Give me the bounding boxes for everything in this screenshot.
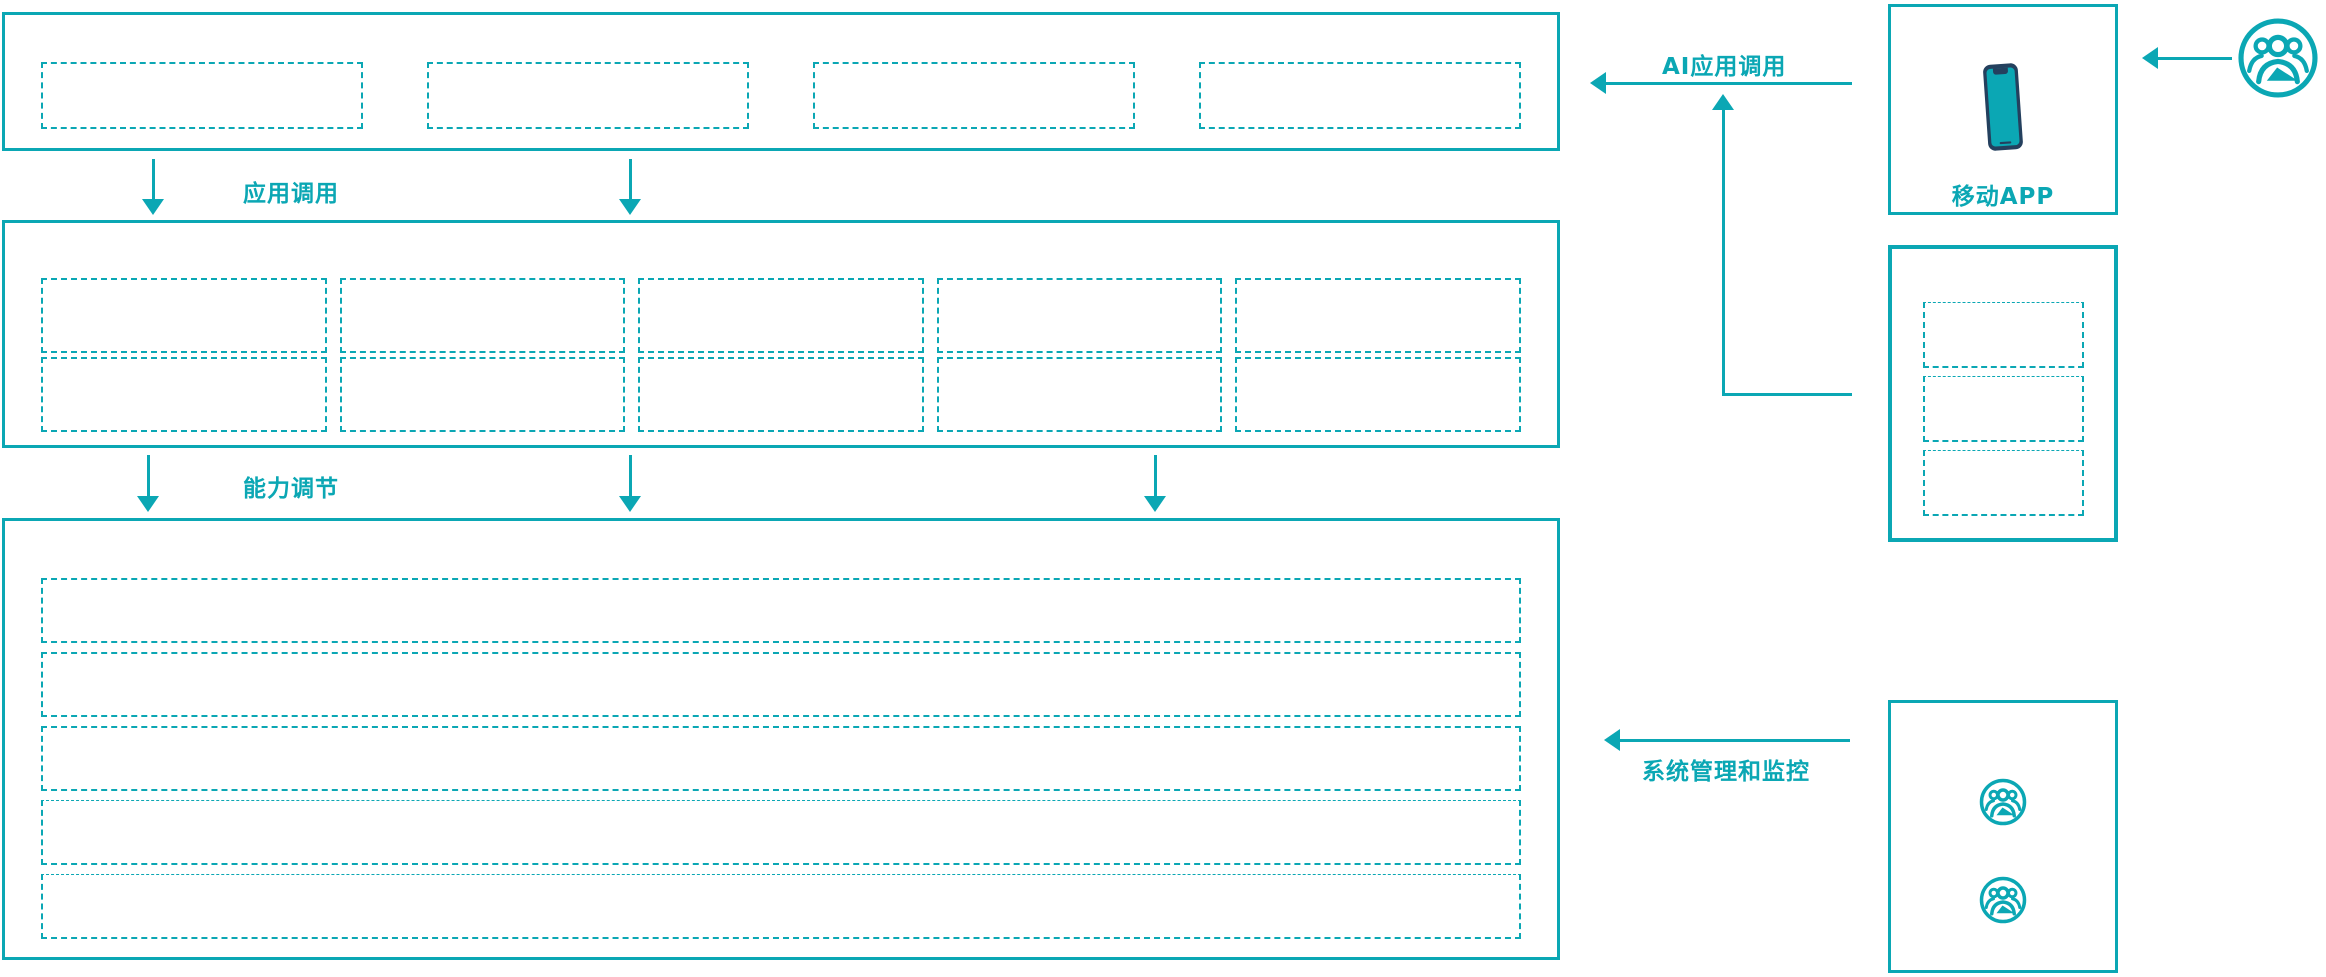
panel-placeholder-slot bbox=[1923, 450, 2084, 516]
capability-placeholder-slot bbox=[339, 278, 626, 353]
app-call-arrow-line bbox=[152, 159, 155, 200]
mobile-app-box: 移动APP bbox=[1888, 4, 2118, 215]
capability-placeholder-slot bbox=[41, 357, 327, 432]
arrow-down-icon bbox=[619, 199, 641, 215]
admin-users-box bbox=[1888, 700, 2118, 973]
capability-placeholder-slot bbox=[339, 357, 626, 432]
capability-placeholder-slot bbox=[41, 278, 327, 353]
base-placeholder-row bbox=[41, 578, 1521, 643]
capability-placeholder-slot bbox=[936, 278, 1223, 353]
capability-placeholder-slot bbox=[638, 357, 924, 432]
arrow-left-icon bbox=[2142, 47, 2158, 69]
capability-arrow-line bbox=[629, 455, 632, 497]
application-placeholder-slot bbox=[41, 62, 363, 129]
capability-placeholder-slot bbox=[638, 278, 924, 353]
bottom-base-layer-box bbox=[2, 518, 1560, 960]
capability-placeholder-slot bbox=[936, 357, 1223, 432]
system-monitor-arrow-line bbox=[1620, 739, 1850, 742]
user-arrow-line bbox=[2158, 57, 2232, 60]
base-placeholder-row bbox=[41, 652, 1521, 717]
arrow-down-icon bbox=[619, 496, 641, 512]
ai-app-call-label: AI应用调用 bbox=[1662, 54, 1787, 80]
users-group-icon bbox=[2235, 15, 2321, 101]
base-placeholder-row bbox=[41, 800, 1521, 865]
arrow-down-icon bbox=[137, 496, 159, 512]
ai-call-arrow-line bbox=[1606, 82, 1852, 85]
app-call-arrow-line bbox=[629, 159, 632, 200]
arrow-up-icon bbox=[1712, 94, 1734, 110]
arrow-left-icon bbox=[1604, 729, 1620, 751]
arrow-left-icon bbox=[1590, 72, 1606, 94]
system-management-label: 系统管理和监控 bbox=[1642, 759, 1810, 785]
users-group-icon bbox=[1978, 777, 2028, 827]
arrow-down-icon bbox=[142, 199, 164, 215]
arrow-down-icon bbox=[1144, 496, 1166, 512]
capability-adjust-label: 能力调节 bbox=[243, 476, 339, 502]
top-application-layer-box bbox=[2, 12, 1560, 151]
application-placeholder-slot bbox=[813, 62, 1135, 129]
base-placeholder-row bbox=[41, 874, 1521, 939]
capability-arrow-line bbox=[147, 455, 150, 497]
app-call-label: 应用调用 bbox=[243, 181, 339, 207]
right-service-panel-box bbox=[1888, 245, 2118, 542]
users-group-icon bbox=[1978, 875, 2028, 925]
capability-placeholder-slot bbox=[1235, 357, 1521, 432]
mobile-app-label: 移动APP bbox=[1951, 184, 2055, 210]
panel-placeholder-slot bbox=[1923, 302, 2084, 368]
base-placeholder-row bbox=[41, 726, 1521, 791]
panel-connector-vertical-line bbox=[1722, 110, 1725, 396]
panel-connector-horizontal-line bbox=[1722, 393, 1852, 396]
capability-placeholder-slot bbox=[1235, 278, 1521, 353]
application-placeholder-slot bbox=[427, 62, 749, 129]
application-placeholder-slot bbox=[1199, 62, 1521, 129]
smartphone-icon bbox=[1974, 57, 2032, 161]
middle-capability-layer-box bbox=[2, 220, 1560, 448]
capability-arrow-line bbox=[1154, 455, 1157, 497]
panel-placeholder-slot bbox=[1923, 376, 2084, 442]
